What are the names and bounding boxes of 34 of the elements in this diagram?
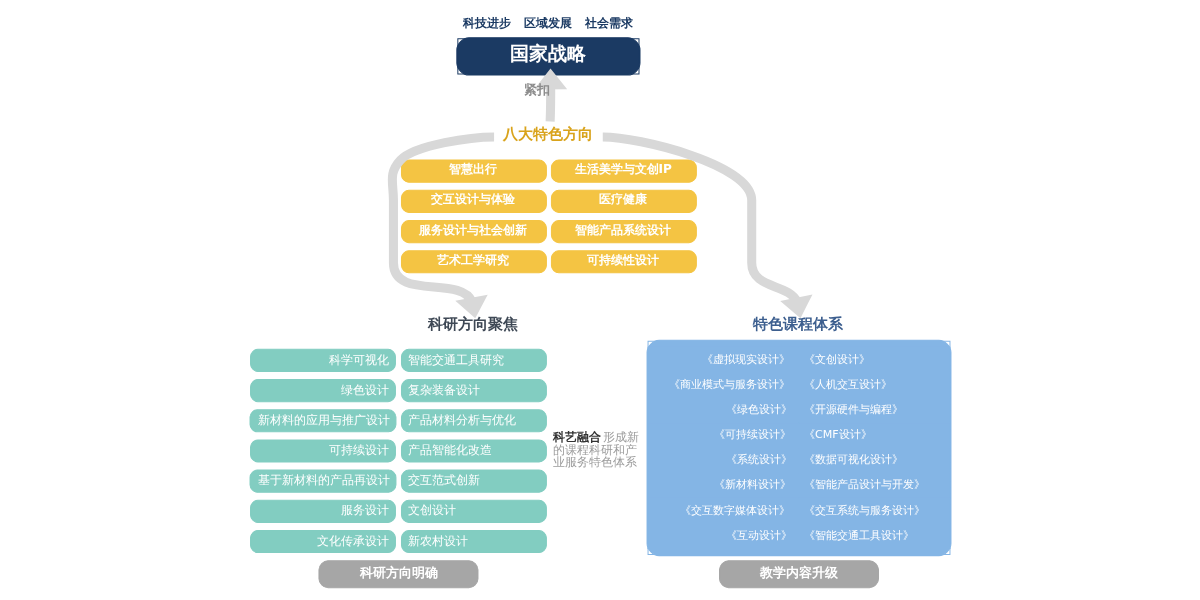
node-box: 文化传承设计 xyxy=(249,529,396,554)
node-box: 交互范式创新 xyxy=(400,469,547,493)
node-box: 新材料的应用与推广设计 xyxy=(249,409,396,433)
node-box: 服务设计与社会创新 xyxy=(400,220,547,244)
node-box: 新农村设计 xyxy=(400,529,547,554)
node-box: 服务设计 xyxy=(249,499,396,523)
node-box: 基于新材料的产品再设计 xyxy=(249,469,396,493)
node-box: 复杂装备设计 xyxy=(400,379,547,403)
node-label: 科技进步 xyxy=(462,16,511,31)
edge-label: 紧扣 xyxy=(523,81,550,97)
node-box: 文创设计 xyxy=(400,499,547,523)
node-box: 可持续性设计 xyxy=(550,250,697,274)
node-text: 八大特色方向 xyxy=(502,125,593,144)
node-box: 科研方向明确 xyxy=(317,560,478,589)
node-box: 智能交通工具研究 xyxy=(400,348,547,372)
node-text: 科研方向聚焦 xyxy=(427,314,518,333)
node-label: 社会需求 xyxy=(584,16,633,31)
node-box: 可持续设计 xyxy=(249,439,396,463)
node-box: 产品智能化改造 xyxy=(400,439,547,463)
node-box: 智能产品系统设计 xyxy=(550,220,697,244)
node-label: 特色课程体系 xyxy=(752,314,843,333)
node-box: 交互设计与体验 xyxy=(400,189,547,213)
node-box: 绿色设计 xyxy=(249,379,396,403)
node-box: 生活美学与文创IP xyxy=(550,159,697,183)
node-label: 区域发展 xyxy=(523,16,572,31)
arrow xyxy=(387,132,494,319)
node-box: 艺术工学研究 xyxy=(400,250,547,274)
node-box: 教学内容升级 xyxy=(718,560,879,589)
node-box: 产品材料分析与优化 xyxy=(400,409,547,433)
node-box: 医疗健康 xyxy=(550,189,697,213)
arrow xyxy=(602,132,812,319)
node-box: 科学可视化 xyxy=(249,348,396,372)
label: 科艺融合形成新的课程科研和产业服务特色体系 xyxy=(552,430,639,469)
node-box: 智慧出行 xyxy=(400,159,547,183)
